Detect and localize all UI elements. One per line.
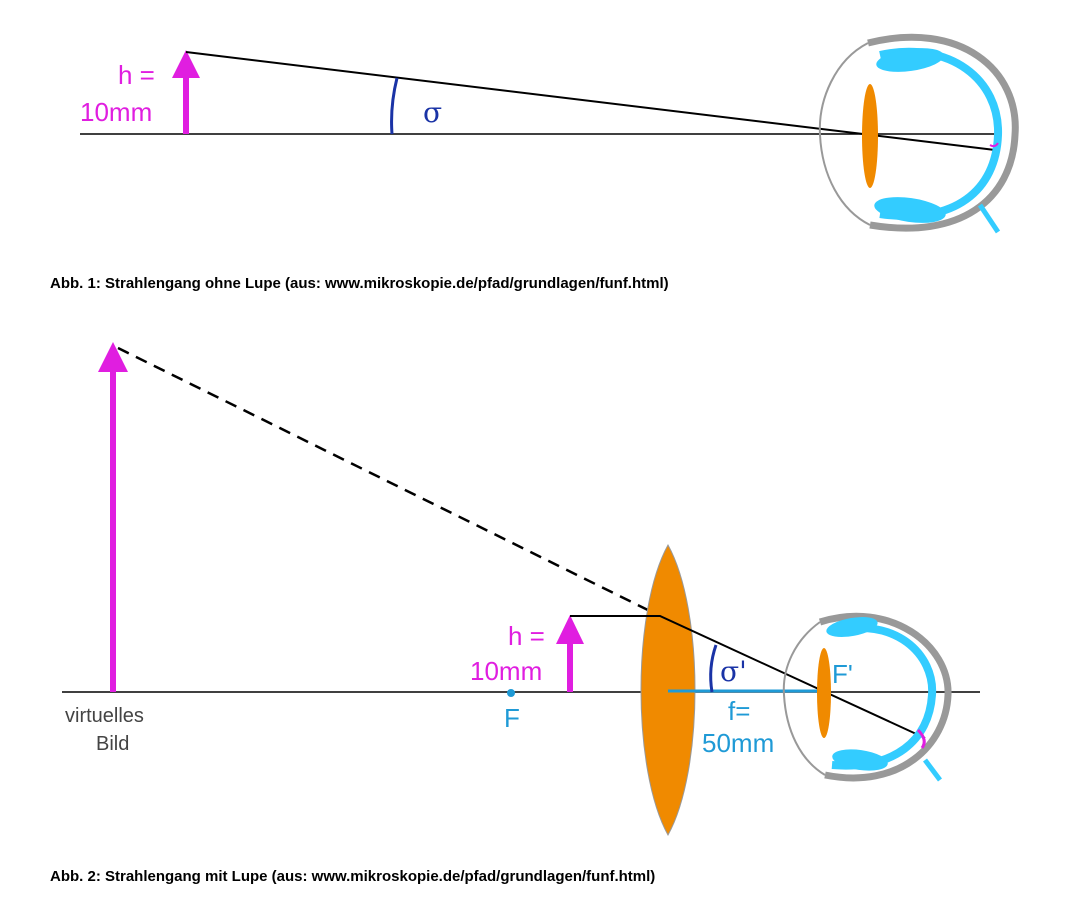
virtual-ray <box>117 346 663 619</box>
virtual-image-label-bottom: Bild <box>96 733 129 755</box>
object-arrow <box>172 50 200 134</box>
angle-arc-2 <box>709 644 718 693</box>
figure-2-caption: Abb. 2: Strahlengang mit Lupe (aus: www.… <box>50 868 656 885</box>
focal-point-dot <box>507 689 515 697</box>
object-arrow-2 <box>556 615 584 692</box>
virtual-image-label-top: virtuelles <box>65 705 144 727</box>
angle-arc <box>390 77 399 135</box>
object-height-label-bottom: 10mm <box>80 97 152 127</box>
figure-1-caption: Abb. 1: Strahlengang ohne Lupe (aus: www… <box>50 275 669 292</box>
focal-point-right-label: F' <box>832 659 853 689</box>
angle-label: σ <box>423 96 442 129</box>
eye-2 <box>782 612 952 782</box>
figure-1-diagram: σ h = 10mm <box>80 33 1019 234</box>
eye <box>818 33 1019 234</box>
light-ray-2 <box>570 615 926 739</box>
focal-length-label-bottom: 50mm <box>702 728 774 758</box>
focal-point-left-label: F <box>504 703 520 733</box>
angle-label-2: σ' <box>720 655 747 688</box>
light-ray <box>185 51 996 151</box>
object-height-label-top: h = <box>118 60 155 90</box>
focal-length-label-top: f= <box>728 696 750 726</box>
object-height-label-bottom-2: 10mm <box>470 656 542 686</box>
virtual-image-arrow <box>98 342 128 692</box>
object-height-label-top-2: h = <box>508 621 545 651</box>
